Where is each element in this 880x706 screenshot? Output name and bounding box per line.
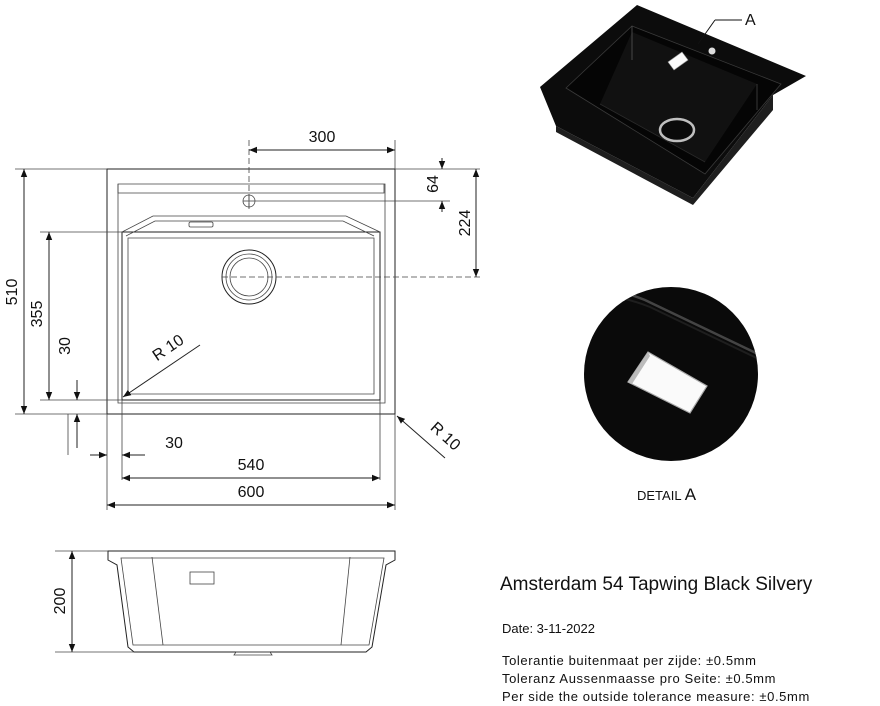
sink-outer-outline (106, 168, 396, 415)
dim-540: 540 (238, 457, 265, 474)
render-drain-hole (658, 117, 696, 143)
product-title: Amsterdam 54 Tapwing Black Silvery (500, 574, 813, 595)
tapwing-ledge-inner (125, 220, 375, 237)
tolerance-line-en: Per side the outside tolerance measure: … (502, 689, 810, 704)
dim-600: 600 (238, 484, 265, 501)
detail-label: DETAIL A (637, 485, 696, 505)
side-section-view: 200 (52, 550, 396, 656)
section-overflow-slot (189, 571, 215, 585)
render-tap-hole (708, 47, 716, 55)
detail-a-view (584, 287, 758, 461)
dimension-lines (20, 146, 480, 509)
dim-64: 64 (425, 175, 442, 193)
render-overflow-slot (667, 51, 689, 71)
section-outline (107, 550, 396, 653)
dim-300: 300 (309, 129, 336, 146)
deck-line (117, 184, 385, 194)
dim-r10-outer: R 10 (427, 419, 464, 454)
tolerance-line-nl: Tolerantie buitenmaat per zijde: ±0.5mm (502, 653, 757, 668)
detail-overflow-slot (627, 351, 708, 414)
dim-355: 355 (29, 301, 46, 328)
plan-view (15, 140, 480, 510)
sink-rim-line (117, 183, 386, 404)
dim-r10-inner: R 10 (150, 332, 188, 365)
dimension-labels: 300 64 224 510 355 30 R 10 R 10 30 540 6… (4, 129, 474, 501)
detail-label-prefix: DETAIL (637, 488, 682, 503)
overflow-slot (188, 221, 214, 228)
dim-30-horizontal: 30 (165, 435, 183, 452)
dim-30-vertical: 30 (57, 337, 74, 355)
tapwing-ledge (121, 215, 381, 233)
detail-callout-letter: A (745, 12, 756, 29)
tolerance-line-de: Toleranz Aussenmaasse pro Seite: ±0.5mm (502, 671, 777, 686)
dim-224: 224 (457, 210, 474, 237)
dim-510: 510 (4, 279, 21, 306)
dim-200: 200 (52, 588, 69, 615)
drawing-date: Date: 3-11-2022 (502, 621, 595, 636)
bowl-outline (121, 231, 381, 401)
detail-label-letter: A (684, 485, 697, 504)
bowl-inner-line (127, 237, 375, 395)
sink-3d-render: A (540, 5, 806, 205)
